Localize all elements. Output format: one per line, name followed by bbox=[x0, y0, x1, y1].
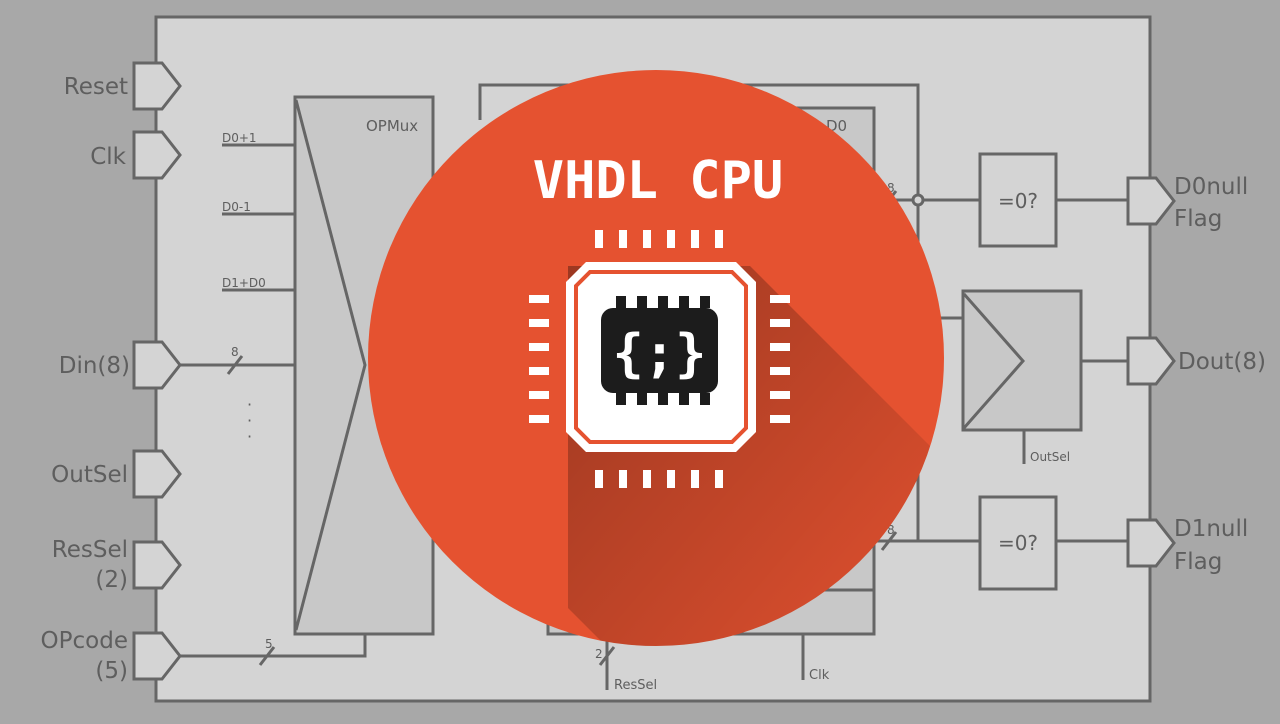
opmux-arrow bbox=[294, 99, 367, 631]
label-ressel-width: (2) bbox=[95, 567, 128, 593]
chip-pin-bottom bbox=[643, 470, 651, 488]
chip-pin-top bbox=[619, 230, 627, 248]
core-pin-bottom bbox=[658, 393, 668, 405]
label-clk: Clk bbox=[90, 144, 126, 170]
port-opcode bbox=[132, 631, 182, 681]
chip-pin-right bbox=[770, 367, 790, 375]
chip-pin-left bbox=[529, 295, 549, 303]
label-outsel: OutSel bbox=[51, 462, 128, 488]
label-din: Din(8) bbox=[59, 353, 130, 379]
port-dout bbox=[1126, 336, 1176, 386]
bus-width-d1: 8 bbox=[887, 523, 895, 537]
ellipsis-dot: · bbox=[247, 395, 252, 414]
bus-ressel-slash bbox=[598, 646, 616, 666]
bus-width-ressel: 2 bbox=[595, 647, 603, 661]
signal-ressel: ResSel bbox=[614, 678, 657, 693]
label-opcode: OPcode bbox=[41, 628, 128, 654]
port-d0null bbox=[1126, 176, 1176, 226]
wire-opcode bbox=[180, 634, 367, 658]
chip-pin-top bbox=[715, 230, 723, 248]
zero-check-top-label: =0? bbox=[998, 189, 1038, 213]
junction-dot bbox=[911, 193, 925, 207]
port-ressel bbox=[132, 540, 182, 590]
bus-width-din: 8 bbox=[231, 345, 239, 359]
chip-pin-left bbox=[529, 415, 549, 423]
ellipsis-dot: · bbox=[247, 411, 252, 430]
zero-check-bottom bbox=[978, 495, 1058, 591]
chip-pin-bottom bbox=[595, 470, 603, 488]
chip-inner-outline bbox=[574, 270, 748, 444]
label-d0null-flag: Flag bbox=[1174, 206, 1222, 232]
chip-pin-right bbox=[770, 415, 790, 423]
chip-pin-bottom bbox=[691, 470, 699, 488]
bus-din-slash bbox=[226, 355, 244, 375]
bus-width-opcode: 5 bbox=[265, 637, 273, 651]
chip-pin-bottom bbox=[667, 470, 675, 488]
core-pin-bottom bbox=[616, 393, 626, 405]
chip-pin-top bbox=[595, 230, 603, 248]
mux-input-d1-plus-d0: D1+D0 bbox=[222, 276, 266, 290]
label-ressel: ResSel bbox=[52, 537, 128, 563]
chip-pin-right bbox=[770, 343, 790, 351]
chip-pin-left bbox=[529, 367, 549, 375]
chip-core bbox=[601, 308, 718, 393]
chip-pin-right bbox=[770, 295, 790, 303]
zero-check-top bbox=[978, 152, 1058, 248]
core-pin-bottom bbox=[637, 393, 647, 405]
core-pin-bottom bbox=[700, 393, 710, 405]
chip-pin-bottom bbox=[619, 470, 627, 488]
chip-pin-top bbox=[643, 230, 651, 248]
bus-opcode-slash bbox=[258, 646, 276, 666]
signal-outsel: OutSel bbox=[1030, 450, 1070, 464]
chip-pin-left bbox=[529, 319, 549, 327]
core-pin-top bbox=[637, 296, 647, 308]
chip-pin-left bbox=[529, 343, 549, 351]
label-opcode-width: (5) bbox=[95, 658, 128, 684]
core-pin-top bbox=[679, 296, 689, 308]
core-pin-top bbox=[700, 296, 710, 308]
port-clk bbox=[132, 130, 182, 180]
opmux-title: OPMux bbox=[366, 117, 418, 135]
chip-pin-left bbox=[529, 391, 549, 399]
mux-input-d0-minus1: D0-1 bbox=[222, 200, 251, 214]
core-pin-bottom bbox=[679, 393, 689, 405]
chip-pin-bottom bbox=[715, 470, 723, 488]
port-reset bbox=[132, 61, 182, 111]
chip-pin-right bbox=[770, 319, 790, 327]
chip-pin-right bbox=[770, 391, 790, 399]
port-din bbox=[132, 340, 182, 390]
zero-check-bottom-label: =0? bbox=[998, 531, 1038, 555]
label-dout: Dout(8) bbox=[1178, 349, 1266, 375]
label-d1null: D1null bbox=[1174, 516, 1248, 542]
mux-input-d0-plus1: D0+1 bbox=[222, 131, 257, 145]
port-outsel bbox=[132, 449, 182, 499]
label-d1null-flag: Flag bbox=[1174, 549, 1222, 575]
bus-d1-slash bbox=[880, 531, 898, 551]
label-d0null: D0null bbox=[1174, 174, 1248, 200]
ellipsis-dot: · bbox=[247, 427, 252, 446]
out-mux-arrow bbox=[962, 293, 1025, 429]
chip-pin-top bbox=[667, 230, 675, 248]
core-pin-top bbox=[658, 296, 668, 308]
bus-width-d0: 8 bbox=[887, 181, 895, 195]
core-pin-top bbox=[616, 296, 626, 308]
chip-pin-top bbox=[691, 230, 699, 248]
port-d1null bbox=[1126, 518, 1176, 568]
badge-title: VHDL CPU bbox=[533, 151, 783, 211]
chip-code-glyph: {;} bbox=[613, 324, 707, 384]
signal-clk: Clk bbox=[809, 668, 830, 683]
label-reset: Reset bbox=[64, 74, 128, 100]
